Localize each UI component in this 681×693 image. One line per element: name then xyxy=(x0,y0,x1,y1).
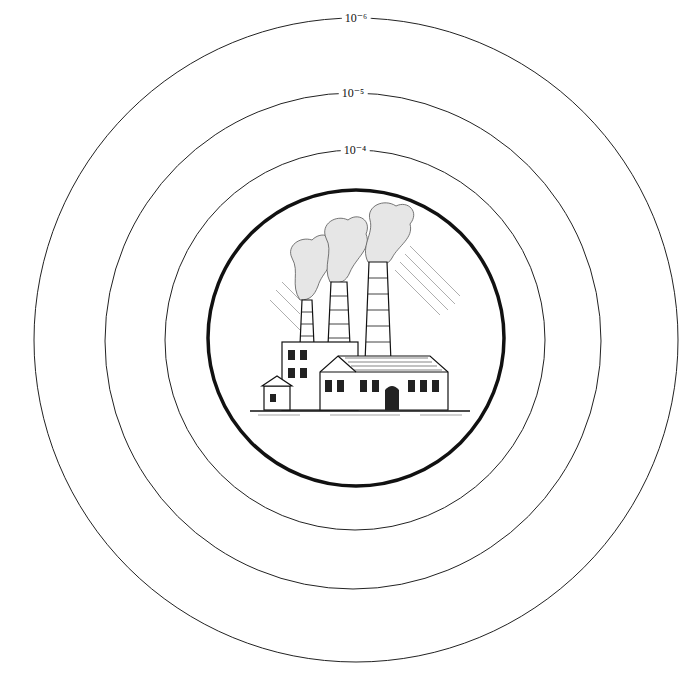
contour-label: 10⁻⁵ xyxy=(339,86,368,100)
contour-ring xyxy=(105,93,601,589)
source-boundary xyxy=(208,190,504,486)
contour-ring xyxy=(165,150,545,530)
contour-label: 10⁻⁶ xyxy=(342,11,371,25)
contour-ring xyxy=(34,18,678,662)
contour-label: 10⁻⁴ xyxy=(341,143,370,157)
factory-drawing xyxy=(250,203,470,415)
